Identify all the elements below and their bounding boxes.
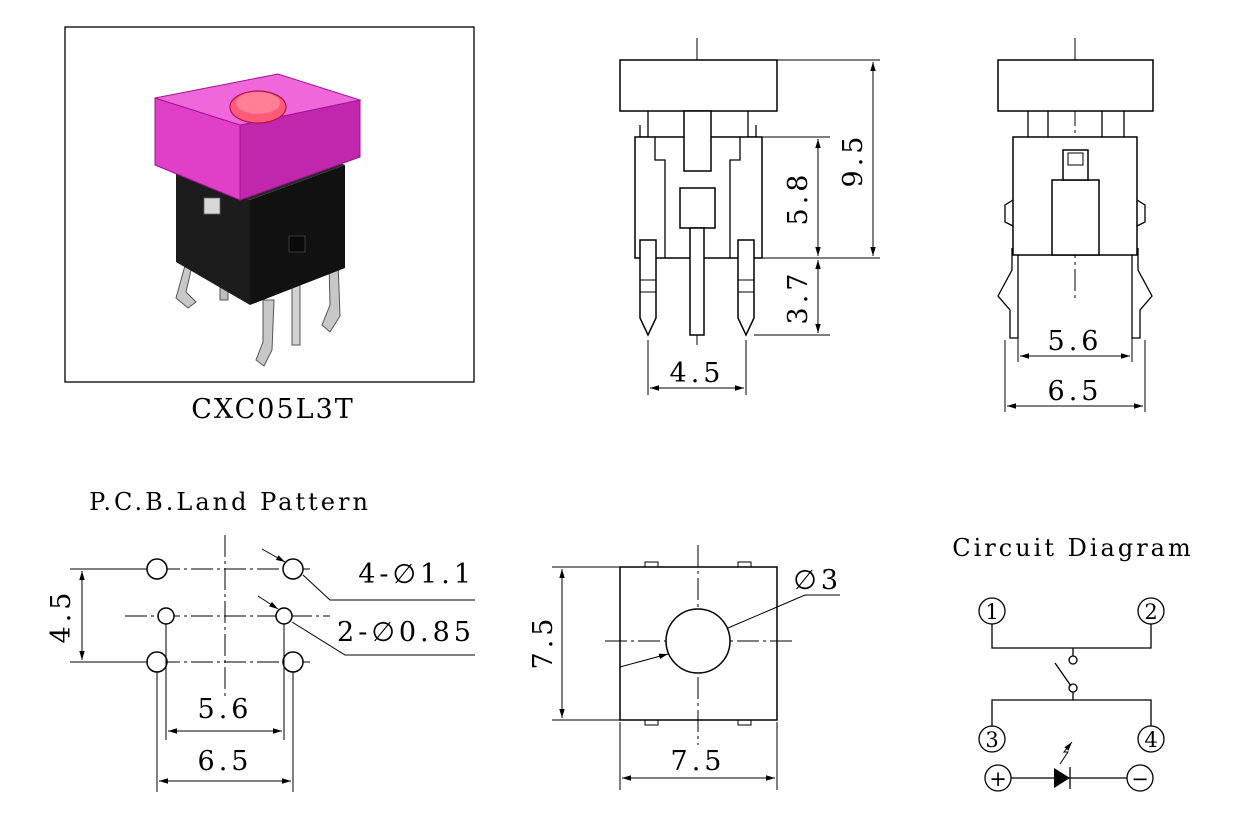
led-symbol [1054,768,1070,788]
dim-pcb-row-pitch: 4.5 [46,589,77,644]
side-cap [619,59,778,112]
circuit-title: Circuit Diagram [952,534,1194,562]
side-pin-left [639,239,657,337]
dim-top-hole: ∅3 [793,565,842,596]
pad-2 [282,558,304,580]
pcb-title: P.C.B.Land Pattern [89,488,371,516]
front-cap [997,59,1154,112]
pad-led-right [275,607,293,625]
pin-3-label: 3 [985,728,998,752]
top-view: 7.5 7.5 ∅3 [528,545,842,790]
dim-pcb-outer-width: 6.5 [198,746,253,777]
switch-blade [1054,662,1072,687]
dim-top-height: 7.5 [528,615,559,670]
pad-1 [146,558,168,580]
pad-4 [282,651,304,673]
plus-label: + [989,767,1007,791]
front-led-housing [1051,179,1100,256]
hole-small-callout: 2-∅0.85 [337,617,475,648]
dim-pcb-inner-width: 5.6 [198,694,253,725]
pcb-land-pattern: P.C.B.Land Pattern 4.5 5.6 6.5 4-∅1.1 2-… [46,488,475,792]
pad-led-left [157,607,175,625]
side-inner [654,137,741,258]
pin-2-label: 2 [1144,600,1157,624]
dim-pin-pitch: 4.5 [670,358,725,389]
side-pin-center [689,227,705,336]
dim-top-width: 7.5 [671,746,726,777]
key-cap [154,73,362,201]
circuit-diagram: Circuit Diagram 1 2 3 4 + − [952,534,1194,792]
dim-pin-length: 3.7 [783,270,814,325]
product-render: CXC05L3T [64,26,475,425]
upper-bus [991,624,1152,649]
front-leg-right [1131,248,1153,339]
dim-height-total: 9.5 [838,133,869,188]
dim-front-outer-width: 6.5 [1048,376,1103,407]
pin-4-label: 4 [1144,728,1157,752]
pad-3 [146,651,168,673]
hole-large-callout: 4-∅1.1 [358,559,475,590]
side-view: 9.5 5.8 3.7 4.5 [619,38,880,395]
top-hole [665,608,731,674]
minus-label: − [1131,767,1149,791]
lower-bus [991,699,1152,726]
side-stem [683,110,712,172]
front-view: 5.6 6.5 [997,38,1154,412]
dim-front-inner-width: 5.6 [1048,326,1103,357]
front-leg-left [997,248,1019,339]
pin-1-label: 1 [985,600,998,624]
side-led [679,187,716,229]
dim-body-height: 5.8 [783,171,814,226]
side-pin-right [737,239,755,337]
part-number: CXC05L3T [191,394,355,425]
